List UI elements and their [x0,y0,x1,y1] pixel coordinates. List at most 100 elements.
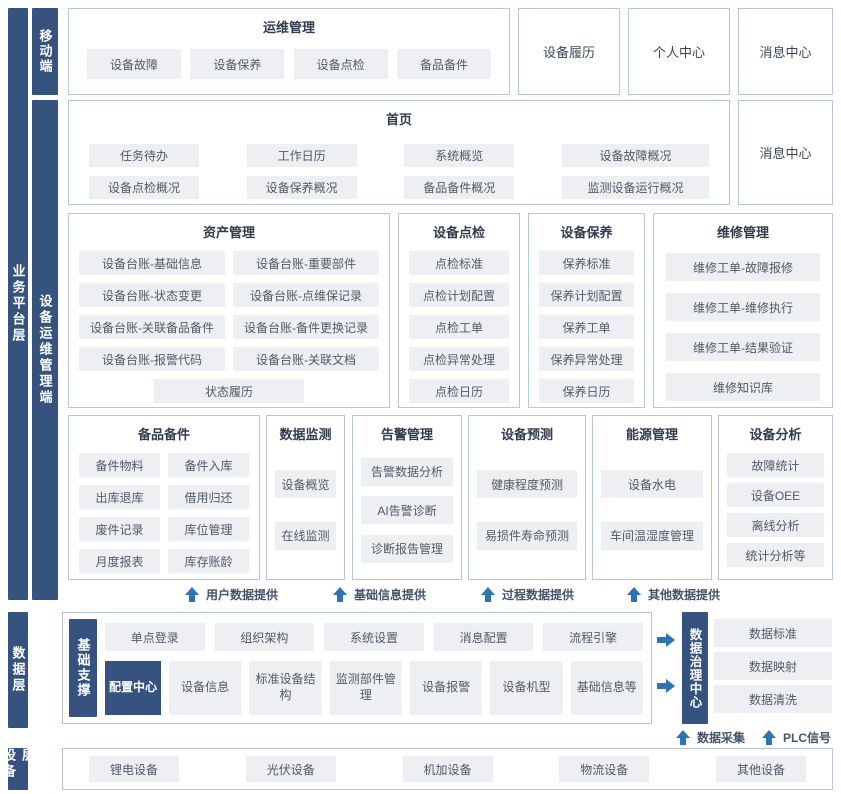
spare-items: 备件物料 备件入库 出库退库 借用归还 废件记录 库位管理 月度报表 库存账龄 [69,447,259,573]
inspection-item: 点检工单 [409,315,509,339]
energy-item: 车间温湿度管理 [601,521,703,550]
alarm-item: AI告警诊断 [361,496,453,524]
monitor-items: 设备概览 在线监测 [267,447,344,579]
energy-item: 设备水电 [601,470,703,499]
asset-item: 设备台账-重要部件 [233,251,379,275]
panel-monitor: 数据监测 设备概览 在线监测 [266,415,345,580]
inspection-item: 点检标准 [409,251,509,275]
flow-label: PLC信号 [783,731,832,745]
inspection-title: 设备点检 [432,225,485,240]
upkeep-item: 保养标准 [539,251,634,275]
home-item: 工作日历 [246,144,357,167]
spare-item: 库存账龄 [168,549,249,573]
repair-item: 维修工单-故障报修 [666,253,820,281]
right-arrow-icon [657,679,675,693]
upkeep-item: 保养计划配置 [539,283,634,307]
upkeep-item: 保养工单 [539,315,634,339]
up-arrow-icon [185,587,199,602]
device-item: 其他设备 [716,756,806,782]
support-item: 流程引擎 [543,623,643,651]
device-item: 锂电设备 [89,756,179,782]
panel-spare: 备品备件 备件物料 备件入库 出库退库 借用归还 废件记录 库位管理 月度报表 … [68,415,260,580]
analysis-title: 设备分析 [749,427,802,442]
mobile-ops-item: 设备点检 [293,49,388,79]
mobile-ops-item: 备品备件 [396,49,491,79]
asset-item: 设备台账-备件更换记录 [233,315,379,339]
home-item: 任务待办 [89,144,199,167]
analysis-items: 故障统计 设备OEE 离线分析 统计分析等 [719,447,832,579]
alarm-item: 诊断报告管理 [361,534,453,563]
panel-upkeep: 设备保养 保养标准 保养计划配置 保养工单 保养异常处理 保养日历 [528,213,645,408]
panel-asset: 资产管理 设备台账-基础信息 设备台账-重要部件 设备台账-状态变更 设备台账-… [68,213,390,408]
flow-label: 用户数据提供 [206,588,279,602]
panel-alarm: 告警管理 告警数据分析 AI告警诊断 诊断报告管理 [352,415,462,580]
device-items: 锂电设备 光伏设备 机加设备 物流设备 其他设备 [63,749,832,789]
spare-item: 废件记录 [79,517,160,541]
basic-support-label: 基础支撑 [69,619,97,717]
alarm-items: 告警数据分析 AI告警诊断 诊断报告管理 [353,447,461,579]
home-item: 监测设备运行概况 [561,176,709,199]
home-item: 设备故障概况 [561,144,709,167]
home-title: 首页 [385,112,412,127]
home-item: 设备保养概况 [246,176,357,199]
home-item: 备品备件概况 [404,176,515,199]
predict-title: 设备预测 [500,427,553,442]
monitor-title: 数据监测 [279,427,332,442]
energy-items: 设备水电 车间温湿度管理 [593,447,711,579]
mobile-ops-item: 设备故障 [87,49,181,79]
layer-data-label: 数据层 [8,612,28,728]
flow-label: 过程数据提供 [502,588,575,602]
predict-item: 易损件寿命预测 [477,521,577,550]
flow-user-data: 用户数据提供 [185,586,278,603]
spare-item: 出库退库 [79,485,160,509]
device-item: 光伏设备 [245,756,336,782]
asset-item: 设备台账-状态变更 [79,283,225,307]
repair-item: 维修知识库 [666,373,820,401]
flow-label: 其他数据提供 [648,588,721,602]
panel-mobile-ops: 运维管理 设备故障 设备保养 设备点检 备品备件 [68,8,510,95]
config-item: 监测部件管理 [329,661,402,715]
box-message-center-mobile: 消息中心 [738,8,833,95]
alarm-item: 告警数据分析 [361,457,453,486]
right-arrow-icon [657,633,675,647]
upkeep-title: 设备保养 [560,225,613,240]
spare-item: 月度报表 [79,549,160,573]
up-arrow-icon [481,587,495,602]
asset-item: 设备台账-关联备品备件 [79,315,225,339]
repair-title: 维修管理 [716,225,769,240]
basic-support-top-items: 单点登录 组织架构 系统设置 消息配置 流程引擎 [105,623,643,651]
flow-process-data: 过程数据提供 [481,586,574,603]
spare-item: 库位管理 [168,517,249,541]
flow-label: 数据采集 [697,731,746,745]
inspection-item: 点检异常处理 [409,347,509,371]
predict-items: 健康程度预测 易损件寿命预测 [469,447,585,579]
asset-items: 设备台账-基础信息 设备台账-重要部件 设备台账-状态变更 设备台账-点维保记录… [69,245,389,403]
asset-item: 设备台账-点维保记录 [233,283,379,307]
panel-device-layer: 锂电设备 光伏设备 机加设备 物流设备 其他设备 [62,748,833,790]
predict-item: 健康程度预测 [477,470,577,499]
governance-item: 数据标准 [714,619,832,647]
device-item: 物流设备 [559,756,650,782]
home-item: 设备点检概况 [89,176,199,199]
panel-energy: 能源管理 设备水电 车间温湿度管理 [592,415,712,580]
panel-predict: 设备预测 健康程度预测 易损件寿命预测 [468,415,586,580]
monitor-item: 在线监测 [275,521,336,550]
flow-data-collect: 数据采集 [676,729,745,746]
upkeep-item: 保养异常处理 [539,347,634,371]
inspection-item: 点检计划配置 [409,283,509,307]
panel-home: 首页 任务待办 工作日历 系统概览 设备故障概况 设备点检概况 设备保养概况 备… [68,100,730,205]
device-item: 机加设备 [402,756,493,782]
alarm-title: 告警管理 [380,427,433,442]
up-arrow-icon [762,730,776,745]
mobile-ops-title: 运维管理 [262,20,315,35]
flow-label: 基础信息提供 [354,588,427,602]
config-item: 设备信息 [169,661,242,715]
asset-item: 设备台账-关联文档 [233,347,379,371]
panel-basic-support: 基础支撑 单点登录 组织架构 系统设置 消息配置 流程引擎 配置中心 设备信息 … [62,612,652,724]
up-arrow-icon [676,730,690,745]
monitor-item: 设备概览 [275,470,336,499]
flow-basic-info: 基础信息提供 [333,586,426,603]
flow-other-data: 其他数据提供 [627,586,720,603]
config-center-label: 配置中心 [105,661,161,715]
